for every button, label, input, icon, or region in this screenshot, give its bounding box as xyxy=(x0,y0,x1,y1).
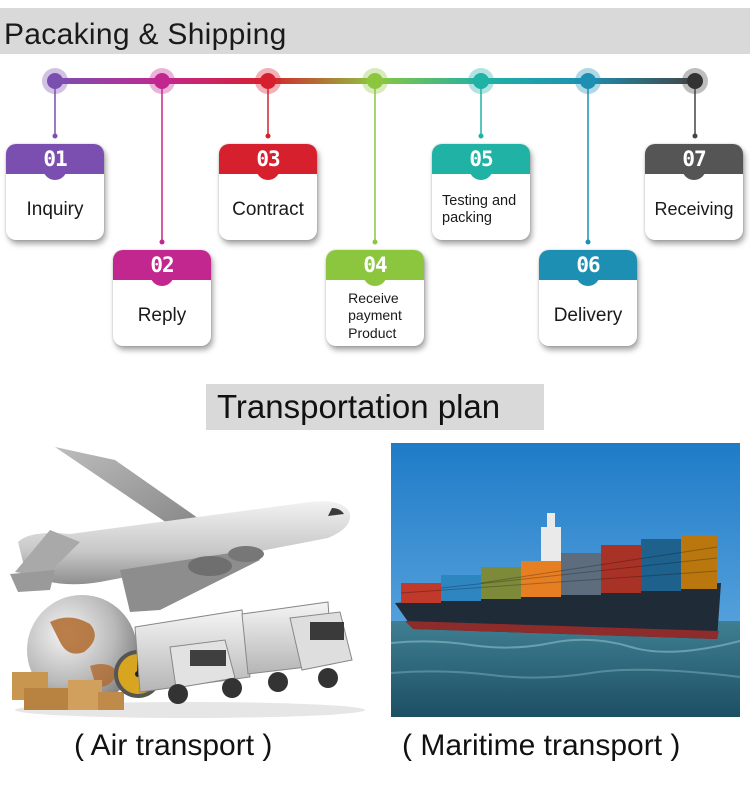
step-label-04: Receive payment Product xyxy=(348,289,402,341)
step-card-02: 02 Reply xyxy=(113,250,211,346)
step-number-01: 01 xyxy=(43,147,67,171)
step-head-03: 03 xyxy=(219,144,317,180)
air-transport-caption: ( Air transport ) xyxy=(74,729,273,762)
step-label-03: Contract xyxy=(232,198,304,220)
node-02 xyxy=(149,68,175,94)
step-head-04: 04 xyxy=(326,250,424,286)
page-title: Pacaking & Shipping xyxy=(4,18,287,51)
step-label-07: Receiving xyxy=(654,199,734,220)
step-label-02: Reply xyxy=(137,304,187,326)
step-card-06: 06 Delivery xyxy=(539,250,637,346)
maritime-transport-caption: ( Maritime transport ) xyxy=(402,729,681,762)
transport-plan-title: Transportation plan xyxy=(217,388,501,425)
step-card-01: 01 Inquiry xyxy=(6,144,104,240)
step-label-05: Testing and packing xyxy=(442,192,517,226)
step-head-07: 07 xyxy=(645,144,743,180)
node-06 xyxy=(575,68,601,94)
step-head-01: 01 xyxy=(6,144,104,180)
node-04 xyxy=(362,68,388,94)
step-head-02: 02 xyxy=(113,250,211,286)
step-head-05: 05 xyxy=(432,144,530,180)
step-card-05: 05 Testing and packing xyxy=(432,144,530,240)
step-card-03: 03 Contract xyxy=(219,144,317,240)
air-transport-image xyxy=(10,447,365,718)
step-number-05: 05 xyxy=(469,147,493,171)
step-label-06: Delivery xyxy=(553,304,623,326)
step-card-07: 07 Receiving xyxy=(645,144,743,240)
node-07 xyxy=(682,68,708,94)
process-timeline xyxy=(42,68,708,245)
step-label-01: Inquiry xyxy=(26,198,84,220)
node-03 xyxy=(255,68,281,94)
step-card-04: 04 Receive payment Product xyxy=(326,250,424,346)
step-number-07: 07 xyxy=(682,147,706,171)
node-05 xyxy=(468,68,494,94)
step-number-02: 02 xyxy=(150,253,174,277)
transport-plan-label-box: Transportation plan xyxy=(206,384,544,430)
step-number-06: 06 xyxy=(576,253,600,277)
header-bar: Pacaking & Shipping xyxy=(0,8,750,54)
step-head-06: 06 xyxy=(539,250,637,286)
step-number-03: 03 xyxy=(256,147,280,171)
node-01 xyxy=(42,68,68,94)
maritime-transport-image xyxy=(391,443,740,717)
step-number-04: 04 xyxy=(363,253,387,277)
